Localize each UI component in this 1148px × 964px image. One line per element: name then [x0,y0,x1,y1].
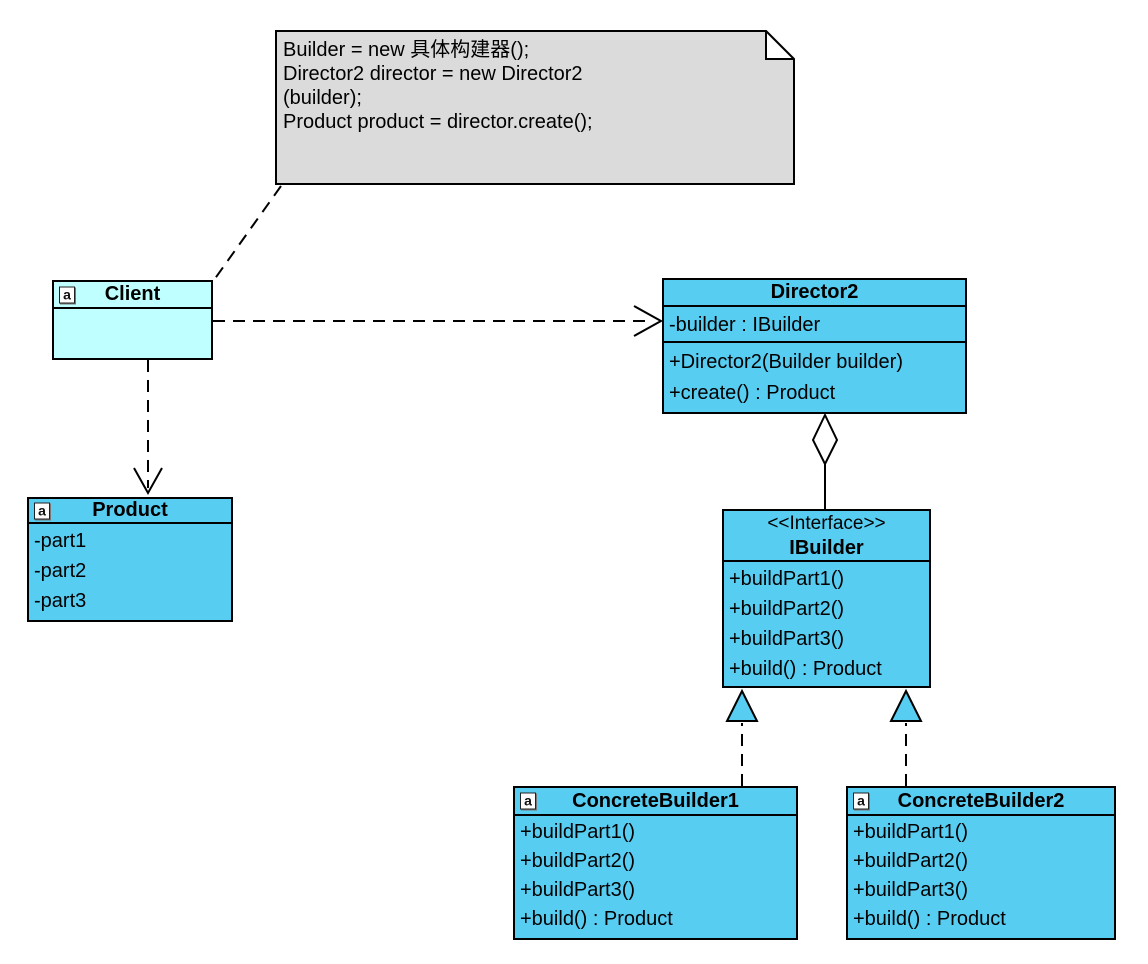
attribute: -builder : IBuilder [669,314,821,336]
operation: +buildPart3() [853,879,969,901]
class-icon: a [34,502,50,519]
realization-concretebuilder2-ibuilder[interactable] [889,688,923,786]
concretebuilder1-title: ConcreteBuilder1 [572,789,739,812]
operation: +buildPart1() [729,568,845,590]
director2-attributes-compartment: -builder : IBuilder [664,307,965,341]
attribute: -part3 [34,590,87,612]
note-line: Product product = director.create(); [283,111,593,133]
concretebuilder2-title-bar: a ConcreteBuilder2 [848,788,1114,816]
note-line: Builder = new 具体构建器(); [283,39,530,61]
class-product-title: Product [92,499,168,521]
aggregation-director2-ibuilder[interactable] [811,412,839,509]
attribute: -part2 [34,560,87,582]
operation: +create() : Product [669,382,836,404]
ibuilder-title: IBuilder [789,536,864,559]
operation: +buildPart2() [520,850,636,872]
attribute: -part1 [34,530,87,552]
note-fold-corner [765,30,795,60]
concretebuilder1-operations-compartment: +buildPart1() +buildPart2() +buildPart3(… [515,816,796,938]
note-shape [275,30,795,185]
note-line: Director2 director = new Director2 [283,63,583,85]
uml-note[interactable]: Builder = new 具体构建器(); Director2 directo… [275,30,795,185]
class-director2[interactable]: Director2 -builder : IBuilder +Director2… [662,278,967,414]
generalization-triangle [725,688,759,722]
operation: +buildPart3() [729,628,845,650]
operation: +build() : Product [853,908,1006,930]
open-arrowhead [633,305,664,337]
note-text: Builder = new 具体构建器(); Director2 directo… [283,38,783,134]
operation: +Director2(Builder builder) [669,351,903,373]
operation: +buildPart2() [729,598,845,620]
interface-ibuilder[interactable]: <<Interface>> IBuilder +buildPart1() +bu… [722,509,931,688]
class-client-body [54,309,211,358]
operation: +build() : Product [729,658,882,680]
class-concretebuilder1[interactable]: a ConcreteBuilder1 +buildPart1() +buildP… [513,786,798,940]
concretebuilder1-title-bar: a ConcreteBuilder1 [515,788,796,816]
note-anchor-line[interactable] [213,185,282,281]
class-client-title: Client [104,283,161,305]
class-concretebuilder2[interactable]: a ConcreteBuilder2 +buildPart1() +buildP… [846,786,1116,940]
concretebuilder2-title: ConcreteBuilder2 [897,789,1065,812]
dependency-client-director2[interactable] [213,305,664,337]
class-icon: a [520,792,536,810]
operation: +buildPart2() [853,850,969,872]
ibuilder-stereotype: <<Interface>> [767,512,886,534]
class-director2-title: Director2 [770,281,859,303]
operation: +buildPart1() [853,821,969,843]
note-line: (builder); [283,87,362,109]
class-client[interactable]: a Client [52,280,213,360]
class-product[interactable]: a Product -part1 -part2 -part3 [27,497,233,622]
ibuilder-operations-compartment: +buildPart1() +buildPart2() +buildPart3(… [724,562,929,686]
open-arrowhead [133,467,163,496]
operation: +buildPart1() [520,821,636,843]
operation: +build() : Product [520,908,673,930]
concretebuilder2-operations-compartment: +buildPart1() +buildPart2() +buildPart3(… [848,816,1114,938]
class-product-title-bar: a Product [29,499,231,524]
director2-operations-compartment: +Director2(Builder builder) +create() : … [664,341,965,412]
class-director2-title-bar: Director2 [664,280,965,307]
class-icon: a [59,286,75,303]
product-attributes-compartment: -part1 -part2 -part3 [29,524,231,620]
class-client-title-bar: a Client [54,282,211,309]
ibuilder-title-bar: <<Interface>> IBuilder [724,511,929,562]
operation: +buildPart3() [520,879,636,901]
class-icon: a [853,792,869,810]
aggregation-diamond [811,412,839,467]
realization-concretebuilder1-ibuilder[interactable] [725,688,759,786]
generalization-triangle [889,688,923,722]
dependency-client-product[interactable] [133,360,163,496]
